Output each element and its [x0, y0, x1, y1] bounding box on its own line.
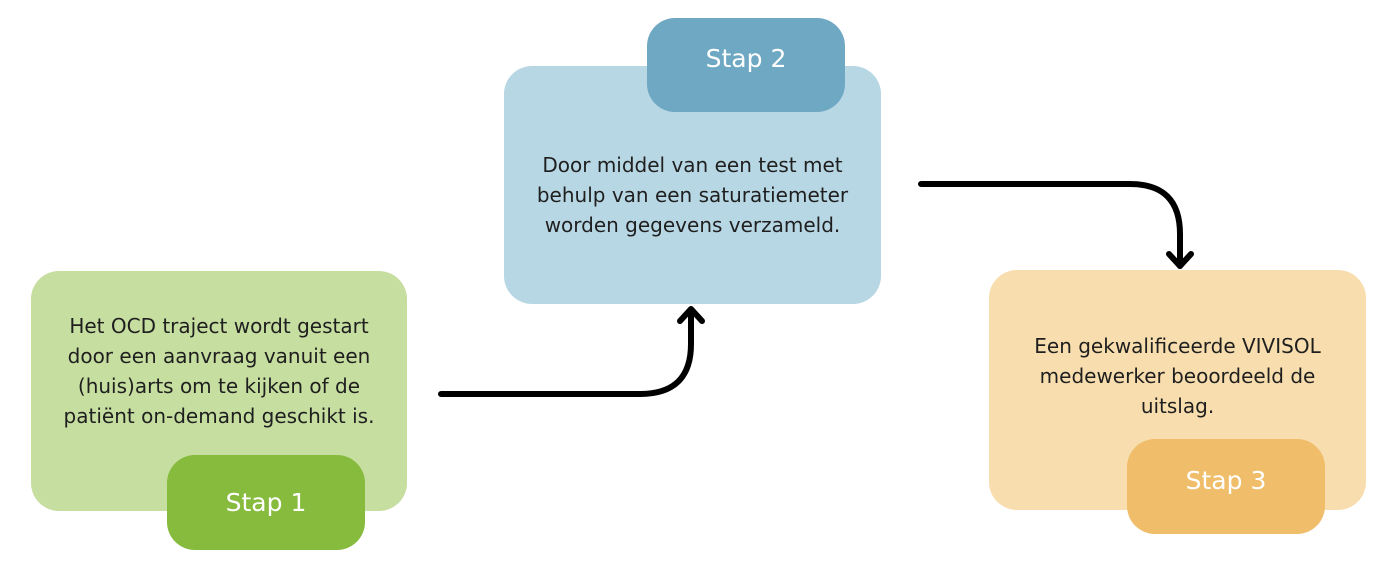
step-2-label: Stap 2	[647, 18, 845, 112]
step-1-text: Het OCD traject wordt gestart door een a…	[63, 314, 375, 428]
step-3-text: Een gekwalificeerde VIVISOL medewerker b…	[1034, 334, 1321, 418]
arrow-head-down-icon	[1166, 251, 1194, 269]
step-1-label: Stap 1	[167, 455, 365, 550]
step-2-text: Door middel van een test met behulp van …	[536, 153, 849, 237]
arrow-head-up-icon	[677, 306, 705, 324]
arrow-step2-to-step3	[918, 181, 1183, 269]
arrow-step1-to-step2	[438, 307, 694, 397]
step-3-label: Stap 3	[1127, 439, 1325, 534]
